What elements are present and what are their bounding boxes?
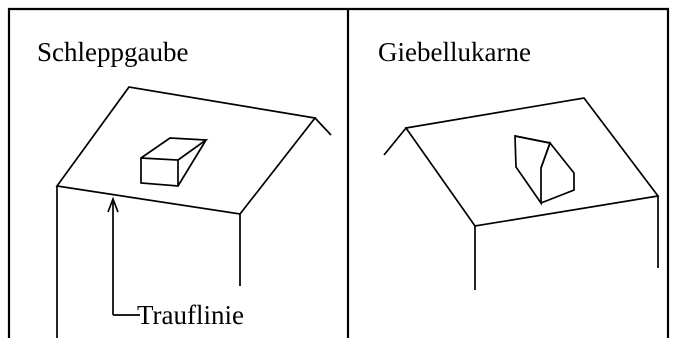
gable-dormer-side xyxy=(514,134,552,206)
roof-schleppgaube xyxy=(55,86,332,338)
gable-dormer-ridge xyxy=(514,135,551,144)
shed-dormer xyxy=(140,137,209,187)
shed-dormer-front xyxy=(140,157,179,187)
shed-dormer-side xyxy=(177,139,207,187)
gable-dormer-front xyxy=(540,141,575,204)
eaves-annotation: Trauflinie xyxy=(107,196,244,330)
ridge-overhang-left xyxy=(314,117,332,136)
roof-outline-left xyxy=(55,86,317,215)
panel-schleppgaube: Schleppgaube Trauflinie xyxy=(37,37,332,338)
roof-outline-right xyxy=(404,97,660,227)
eaves-arrow-head xyxy=(107,196,119,213)
roof-giebellukarne xyxy=(383,97,660,290)
ridge-overhang-right xyxy=(383,127,407,156)
eaves-line-label: Trauflinie xyxy=(137,300,244,330)
shed-dormer-top xyxy=(140,137,209,161)
panel-title-giebellukarne: Giebellukarne xyxy=(378,37,531,67)
gable-dormer xyxy=(514,134,575,206)
panel-giebellukarne: Giebellukarne xyxy=(378,37,660,290)
panel-title-schleppgaube: Schleppgaube xyxy=(37,37,188,67)
figure-frame xyxy=(7,7,670,338)
